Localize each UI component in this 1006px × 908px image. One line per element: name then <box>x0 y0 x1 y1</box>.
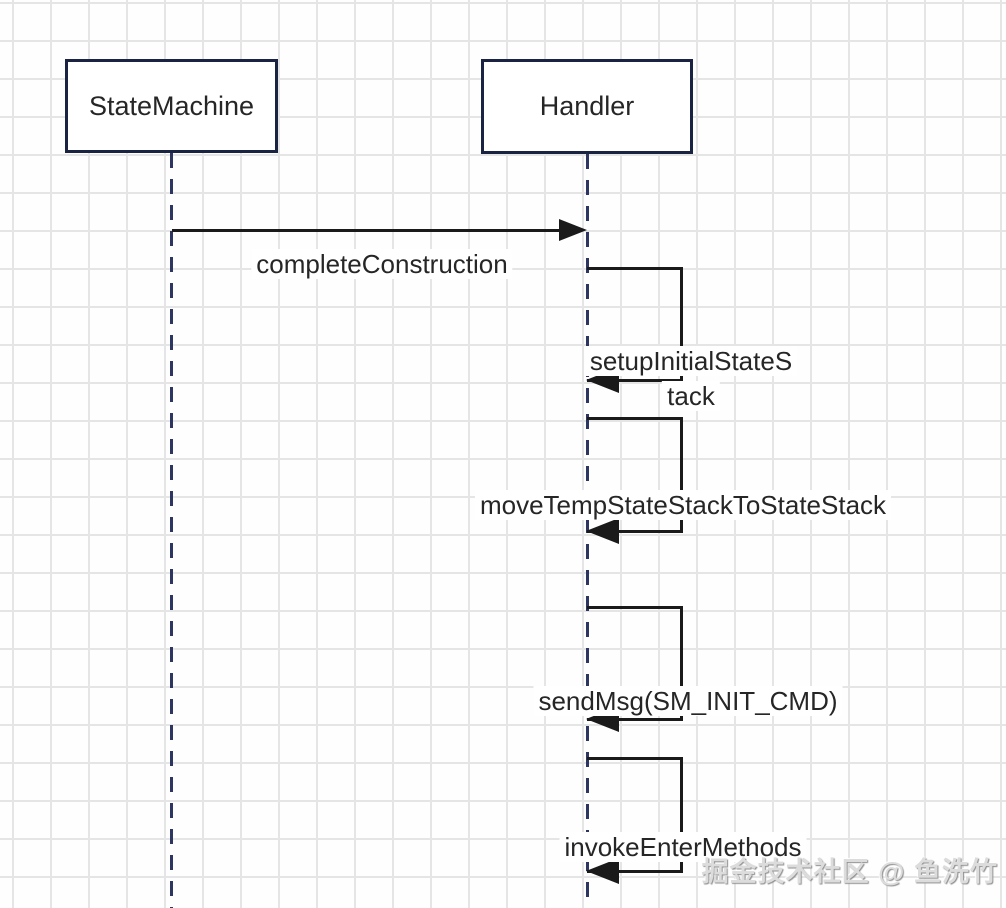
self-call-arrowhead-icon <box>586 858 619 884</box>
self-call-loop-invoke-enter-methods <box>587 757 683 873</box>
lifeline-statemachine <box>170 153 173 908</box>
self-call-arrowhead-icon <box>586 518 619 544</box>
self-call-label-invoke-enter-methods: invokeEnterMethods <box>559 795 807 865</box>
message-label-complete-construction: completeConstruction <box>251 212 513 282</box>
self-call-label-move-temp-state-stack: moveTempStateStackToStateStack <box>474 453 892 523</box>
self-call-label-send-msg: sendMsg(SM_INIT_CMD) <box>533 649 843 719</box>
watermark: 掘金技术社区 @ 鱼洗竹 <box>701 857 998 887</box>
self-call-label-setup-initial-state-stack: setupInitialStateS tack <box>584 309 798 414</box>
actor-label-handler: Handler <box>539 91 635 121</box>
self-call-loop-send-msg <box>587 606 683 721</box>
actor-box-statemachine: StateMachine <box>65 59 278 153</box>
self-call-loop-setup-initial-state-stack <box>587 267 683 382</box>
message-line-complete-construction <box>172 229 562 232</box>
message-arrowhead-icon <box>559 219 587 241</box>
self-call-loop-move-temp-state-stack <box>587 417 683 533</box>
actor-label-statemachine: StateMachine <box>88 90 255 121</box>
actor-box-handler: Handler <box>481 59 693 154</box>
